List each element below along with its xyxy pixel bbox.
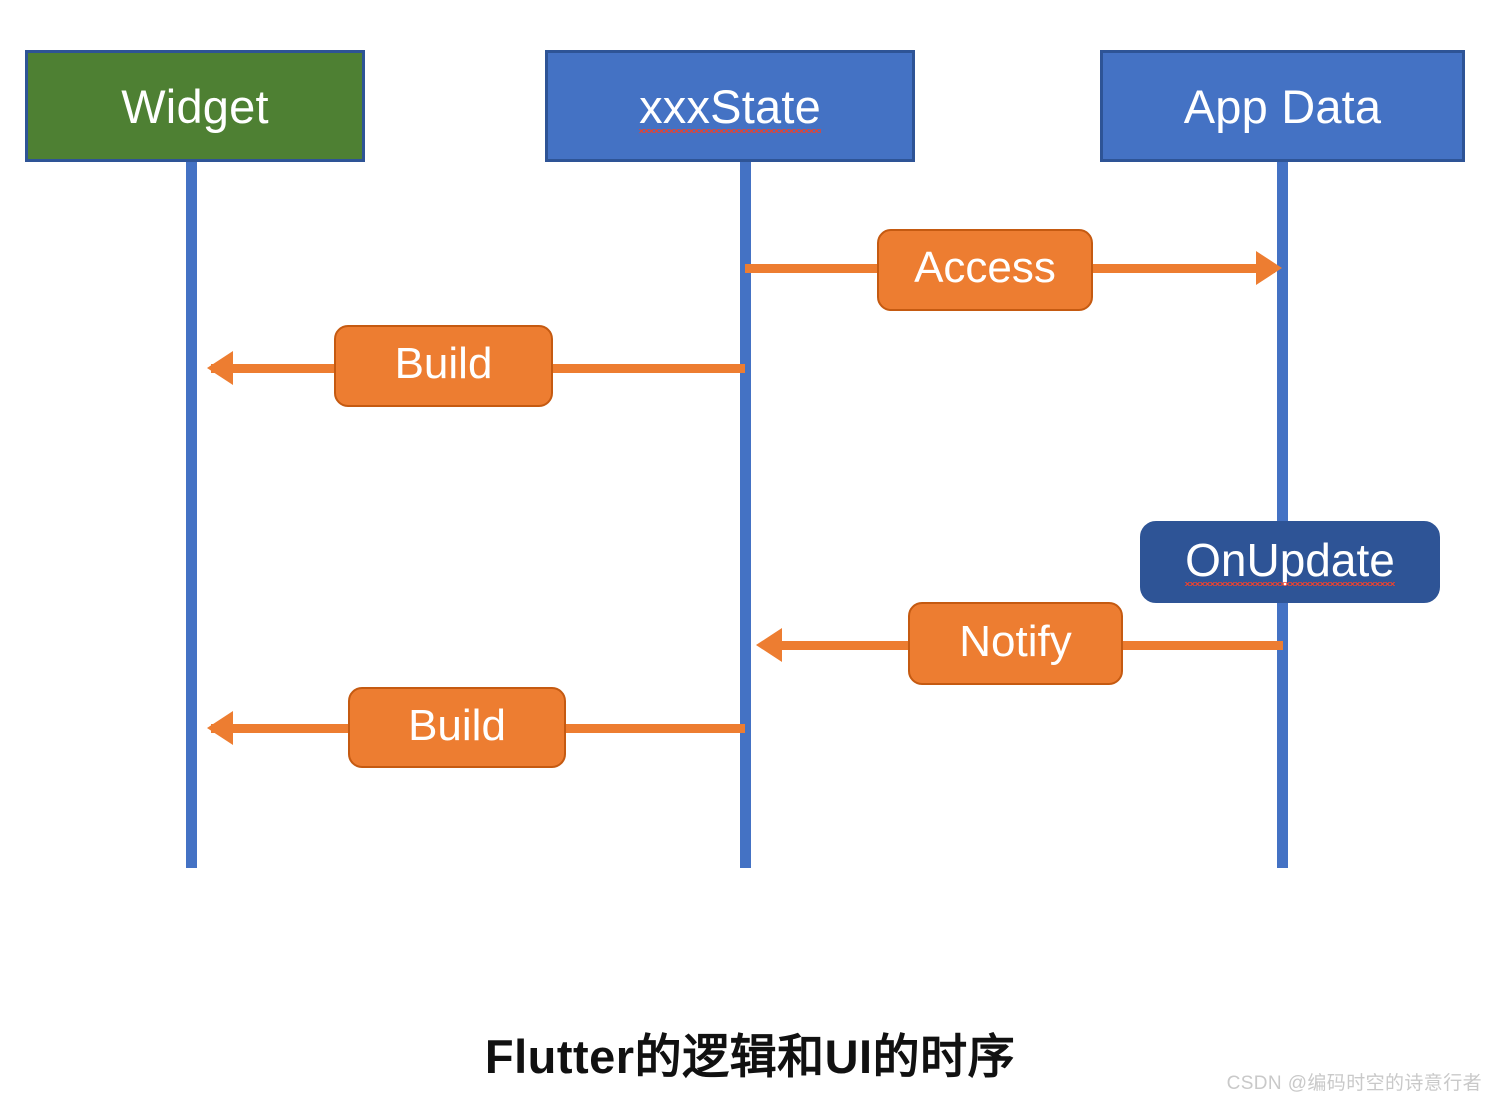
activation-onupdate[interactable]: OnUpdate (1140, 521, 1440, 603)
message-notify-text: Notify (959, 616, 1072, 666)
participant-app-data-label: App Data (1183, 79, 1382, 133)
message-build2-text: Build (408, 700, 506, 750)
participant-app-data[interactable]: App Data (1100, 50, 1465, 162)
message-build2-label[interactable]: Build (348, 687, 566, 768)
message-build2-arrowhead (207, 711, 233, 745)
message-access-arrowhead (1256, 251, 1282, 285)
lifeline-state (740, 160, 751, 868)
participant-xxxstate-label: xxxState (639, 79, 821, 133)
lifeline-appdata (1277, 160, 1288, 868)
message-access-text: Access (914, 243, 1056, 292)
lifeline-widget (186, 160, 197, 868)
participant-widget[interactable]: Widget (25, 50, 365, 162)
message-build1-arrowhead (207, 351, 233, 385)
message-notify-arrowhead (756, 628, 782, 662)
participant-xxxstate[interactable]: xxxState (545, 50, 915, 162)
message-build1-label[interactable]: Build (334, 325, 553, 407)
message-access-label[interactable]: Access (877, 229, 1093, 311)
participant-widget-label: Widget (121, 79, 269, 133)
message-notify-label[interactable]: Notify (908, 602, 1123, 685)
activation-onupdate-text: OnUpdate (1185, 534, 1395, 586)
diagram-caption: Flutter的逻辑和UI的时序 (484, 1030, 1016, 1083)
message-build1-text: Build (394, 339, 493, 388)
csdn-watermark: CSDN @编码时空的诗意行者 (1226, 1073, 1482, 1094)
